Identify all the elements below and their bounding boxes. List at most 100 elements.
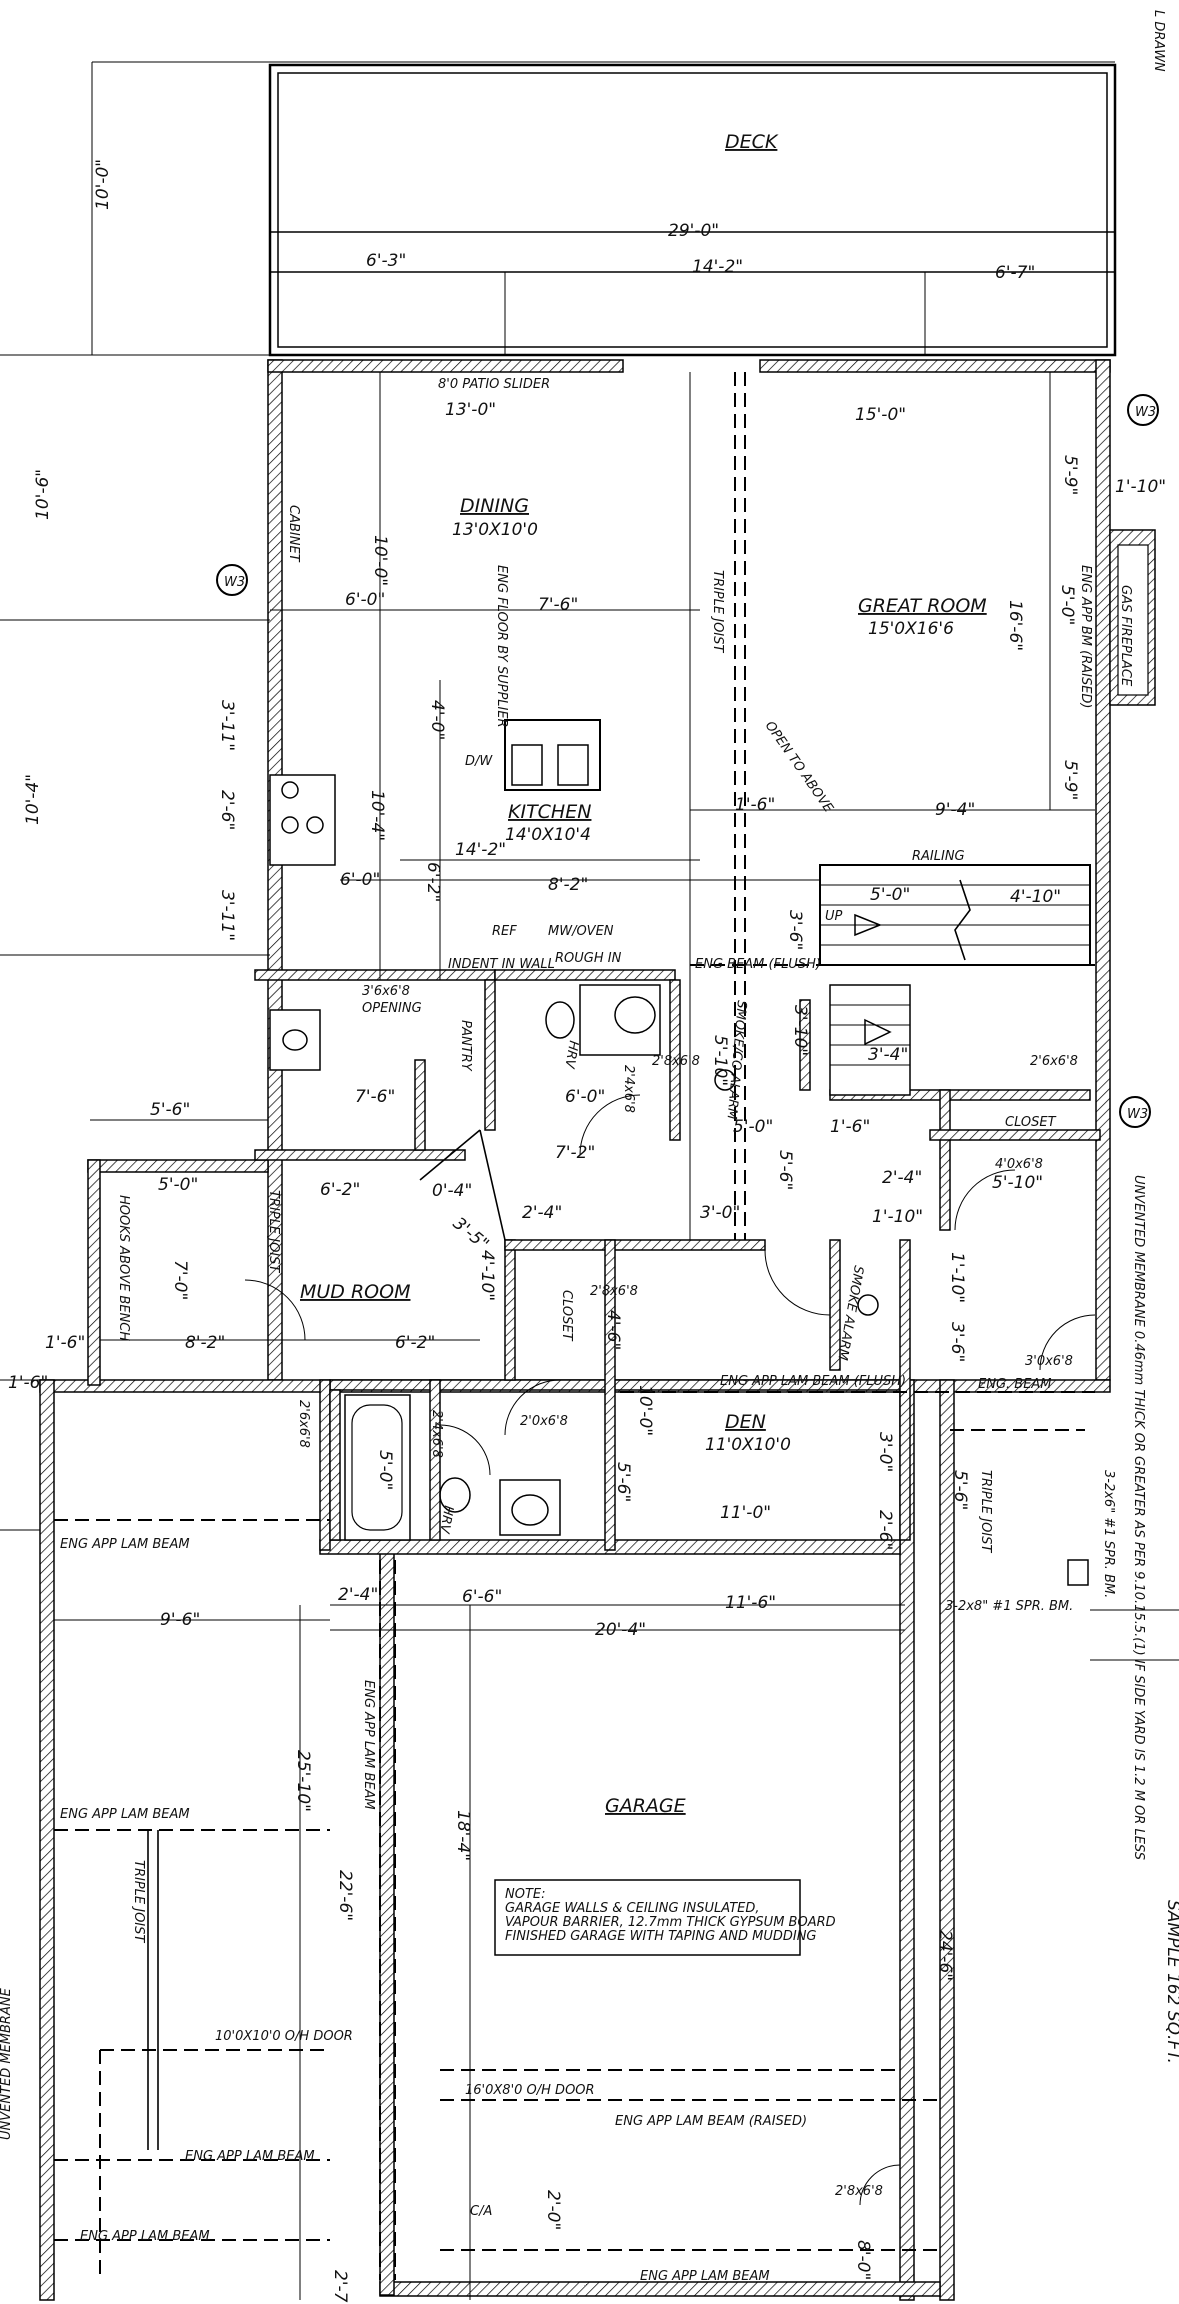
exterior-walls (39, 359, 1156, 2301)
dim-text: 7'-0" (170, 1260, 190, 1300)
left-edge-label: UNVENTED MEMBRANE (0, 1987, 14, 2140)
door-2-4-b-label: 2'4x6'8 (429, 1410, 444, 1458)
dim-text: 10'-0" (635, 1385, 655, 1436)
dim-text: 5'-6" (613, 1462, 633, 1502)
eng-app-bm-raised-label: ENG APP BM (RAISED) (1078, 565, 1093, 709)
hrv-label-2: HRV (436, 1504, 456, 1535)
room-kitchen: KITCHEN (508, 801, 591, 823)
dim-text: 5'-0" (870, 885, 910, 905)
eng-app-lam-beam-flush-label: ENG APP LAM BEAM (FLUSH) (720, 1374, 906, 1389)
dim-text: 24'-6" (935, 1930, 955, 1981)
ref-label: REF (492, 924, 517, 939)
dim-text: 5'-9" (1060, 455, 1080, 495)
dim-text: 20'-4" (595, 1620, 646, 1640)
dim-text: 25'-10" (293, 1750, 313, 1812)
section-marker-3-label: W3 (1127, 1107, 1148, 1122)
dim-text: 9'-6" (160, 1610, 200, 1630)
ca-label: C/A (470, 2204, 492, 2219)
eng-app-lam-beam-label-5: ENG APP LAM BEAM (640, 2269, 770, 2284)
overhead-door-16-label: 16'0X8'0 O/H DOOR (465, 2083, 595, 2098)
dim-text: 10'-0" (93, 159, 113, 210)
dim-text: 2'-4" (522, 1203, 562, 1223)
dim-text: 8'-2" (185, 1333, 225, 1353)
dim-text: 10'-6" (33, 469, 53, 520)
side-note: UNVENTED MEMBRANE 0.46mm THICK OR GREATE… (1131, 1175, 1146, 1860)
hrv-label-1: HRV (561, 1039, 581, 1070)
dim-text: 7'-6" (538, 595, 578, 615)
dim-text: 1'-6" (45, 1333, 85, 1353)
dim-text: 2'-4" (882, 1168, 922, 1188)
section-marker-1-label: W3 (224, 575, 245, 590)
eng-app-lam-beam-label-3: ENG APP LAM BEAM (185, 2149, 315, 2164)
dim-text: 6'-3" (366, 251, 406, 271)
dim-text: 5'-9" (1060, 760, 1080, 800)
dim-text: 5'-0" (375, 1450, 395, 1490)
dim-text: 5'-0" (158, 1175, 198, 1195)
dim-text: 6'-0" (345, 590, 385, 610)
rough-in-label: ROUGH IN (555, 951, 622, 966)
dw-label: D/W (465, 754, 493, 769)
eng-app-lam-beam-label-4: ENG APP LAM BEAM (80, 2229, 210, 2244)
dim-text: 10'-0" (370, 535, 390, 586)
dim-text: 11'-6" (725, 1593, 776, 1613)
triple-joist-mud-label: TRIPLE JOIST (266, 1190, 281, 1273)
door-garage-label: 2'8x6'8 (835, 2184, 883, 2199)
dim-text: 3'-6" (947, 1322, 967, 1362)
hooks-above-bench-label: HOOKS ABOVE BENCH (116, 1195, 131, 1341)
room-garage: GARAGE (605, 1795, 686, 1817)
opening-label: OPENING (362, 1001, 422, 1016)
triple-joist-label: TRIPLE JOIST (710, 570, 725, 653)
dim-text: 6'-7" (995, 263, 1035, 283)
eng-beam-short-label: ENG. BEAM (978, 1377, 1052, 1392)
railing-label: RAILING (912, 849, 965, 864)
dim-text: 2'-4" (338, 1585, 378, 1605)
eng-app-lam-beam-vertical-label: ENG APP LAM BEAM (361, 1680, 376, 1810)
dim-text: 10'-4" (23, 774, 43, 825)
beams (54, 372, 1095, 2280)
dim-text: 11'-0" (720, 1503, 771, 1523)
dim-text: 7'-6" (355, 1087, 395, 1107)
dim-text: 3'-6" (785, 910, 805, 950)
dim-text: 3'-0" (875, 1432, 895, 1472)
dim-text: 5'-6" (950, 1470, 970, 1510)
dim-text: 6'-2" (395, 1333, 435, 1353)
dim-text: 4'-10" (477, 1250, 497, 1301)
dim-text: 3'-0" (700, 1203, 740, 1223)
dim-text: 22'-6" (335, 1870, 355, 1921)
door-3-0-label: 3'0x6'8 (1025, 1354, 1073, 1369)
section-marker-2-label: W3 (1135, 405, 1156, 420)
fixtures (269, 719, 1089, 1586)
dim-text: 29'-0" (668, 221, 719, 241)
door-2-6-label: 2'6x6'8 (1030, 1054, 1078, 1069)
dim-text: 3'-11" (217, 890, 237, 941)
note-line-1: NOTE: (505, 1887, 546, 1902)
triple-joist-garage-label: TRIPLE JOIST (131, 1860, 146, 1943)
room-mud-room: MUD ROOM (300, 1281, 410, 1303)
dim-text: 1'-10" (872, 1207, 923, 1227)
dimension-text: 10'-0" 29'-0" 6'-3" 14'-2" 6'-7" 13'-0" … (8, 159, 1166, 2304)
interior-walls (254, 969, 1101, 1551)
dim-text: 13'-0" (445, 400, 496, 420)
dim-text: 9'-4" (935, 800, 975, 820)
dim-text: 1'-6" (830, 1117, 870, 1137)
spr-bm-label-2: 3-2x8" #1 SPR. BM. (945, 1599, 1073, 1614)
dim-text: 3'-4" (868, 1045, 908, 1065)
dim-text: 4'-6" (603, 1310, 623, 1350)
dim-text: 16'-6" (1005, 600, 1025, 651)
dim-text: 3'-10" (790, 1005, 810, 1056)
eng-floor-label: ENG FLOOR BY SUPPLIER (494, 565, 509, 728)
closet-label: CLOSET (1005, 1115, 1057, 1130)
eng-app-lam-beam-label-2: ENG APP LAM BEAM (60, 1807, 190, 1822)
room-deck: DECK (725, 131, 779, 153)
dim-text: 4'-10" (1010, 887, 1061, 907)
dim-text: 5'-10" (992, 1173, 1043, 1193)
dim-text: 5'-6" (775, 1150, 795, 1190)
room-great-room: GREAT ROOM (858, 595, 987, 617)
mw-oven-label: MW/OVEN (548, 924, 614, 939)
section-marker-3 (1119, 1096, 1151, 1128)
door-swings (244, 1094, 1096, 2206)
cabinet-label: CABINET (286, 505, 301, 563)
dim-text: 7'-2" (555, 1143, 595, 1163)
door-2-8-b-label: 2'8x6'8 (590, 1284, 638, 1299)
dimension-lines (0, 372, 1179, 2300)
